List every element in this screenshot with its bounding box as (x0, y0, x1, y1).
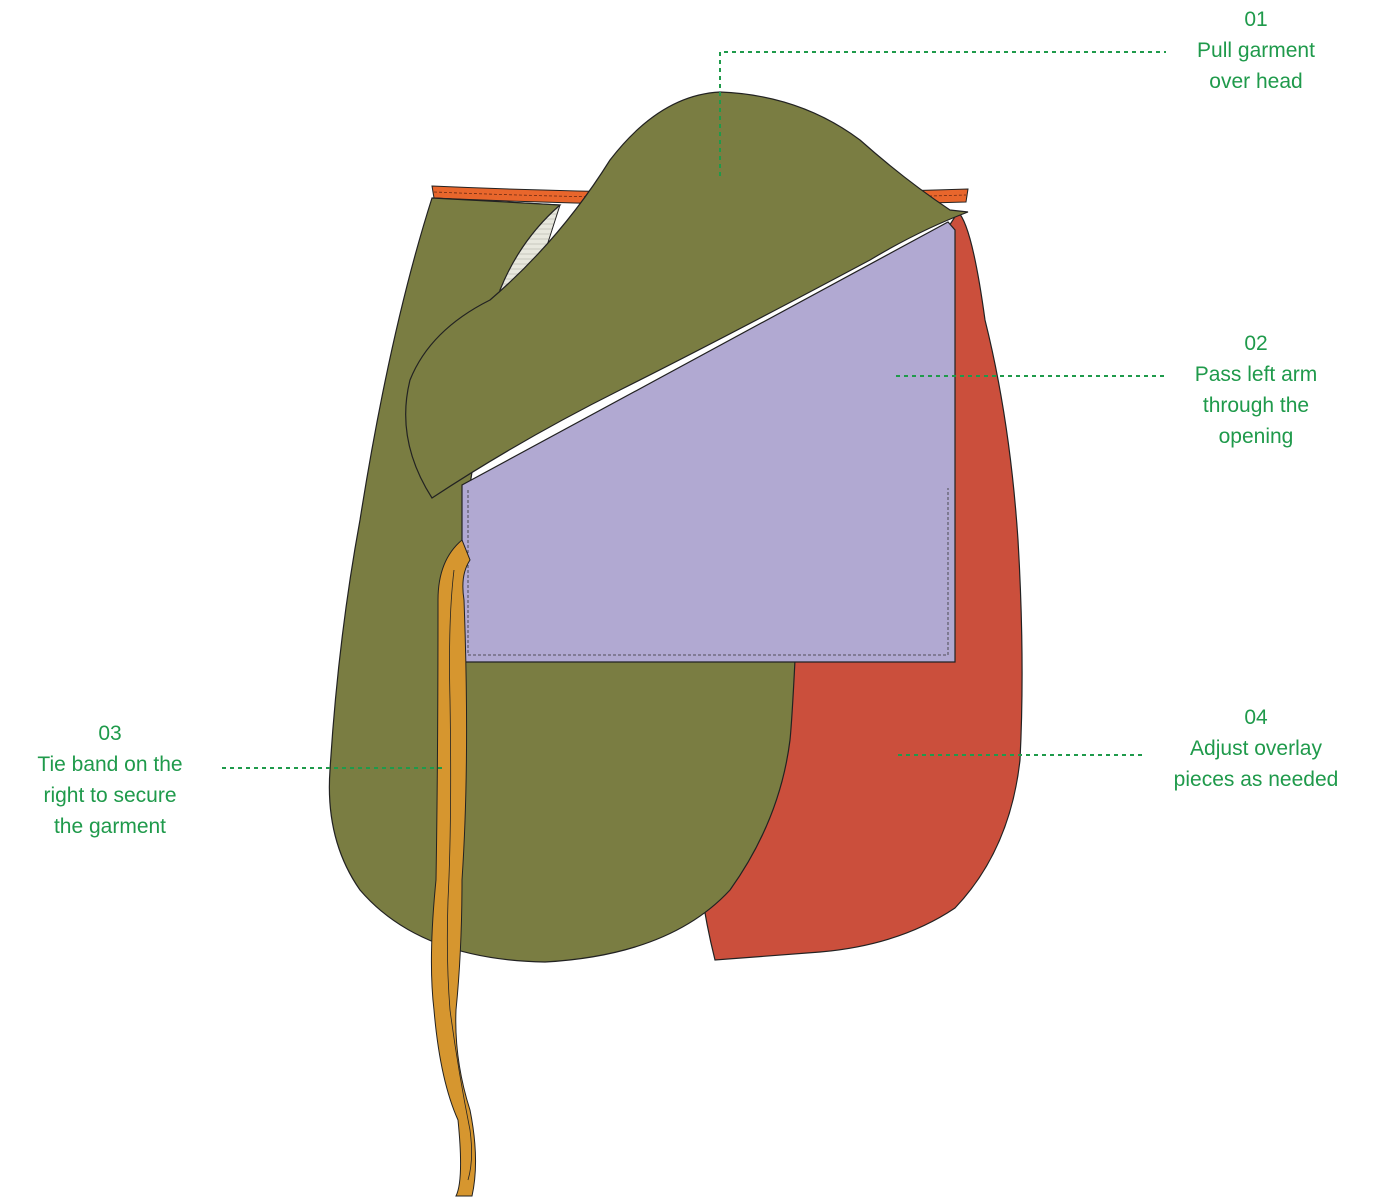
step-text-line: Adjust overlay (1156, 733, 1356, 764)
step-text-line: pieces as needed (1156, 764, 1356, 795)
step-text-line: right to secure (10, 780, 210, 811)
step-03-annotation: 03 Tie band on the right to secure the g… (10, 718, 210, 842)
step-text-line: over head (1156, 66, 1356, 97)
step-number: 02 (1156, 328, 1356, 359)
step-text-line: Pass left arm (1156, 359, 1356, 390)
step-text-line: Tie band on the (10, 749, 210, 780)
step-number: 01 (1156, 4, 1356, 35)
step-number: 03 (10, 718, 210, 749)
step-04-annotation: 04 Adjust overlay pieces as needed (1156, 702, 1356, 795)
step-number: 04 (1156, 702, 1356, 733)
step-text-line: the garment (10, 811, 210, 842)
step-01-annotation: 01 Pull garment over head (1156, 4, 1356, 97)
step-text-line: Pull garment (1156, 35, 1356, 66)
step-text-line: through the (1156, 390, 1356, 421)
step-02-annotation: 02 Pass left arm through the opening (1156, 328, 1356, 452)
step-text-line: opening (1156, 421, 1356, 452)
